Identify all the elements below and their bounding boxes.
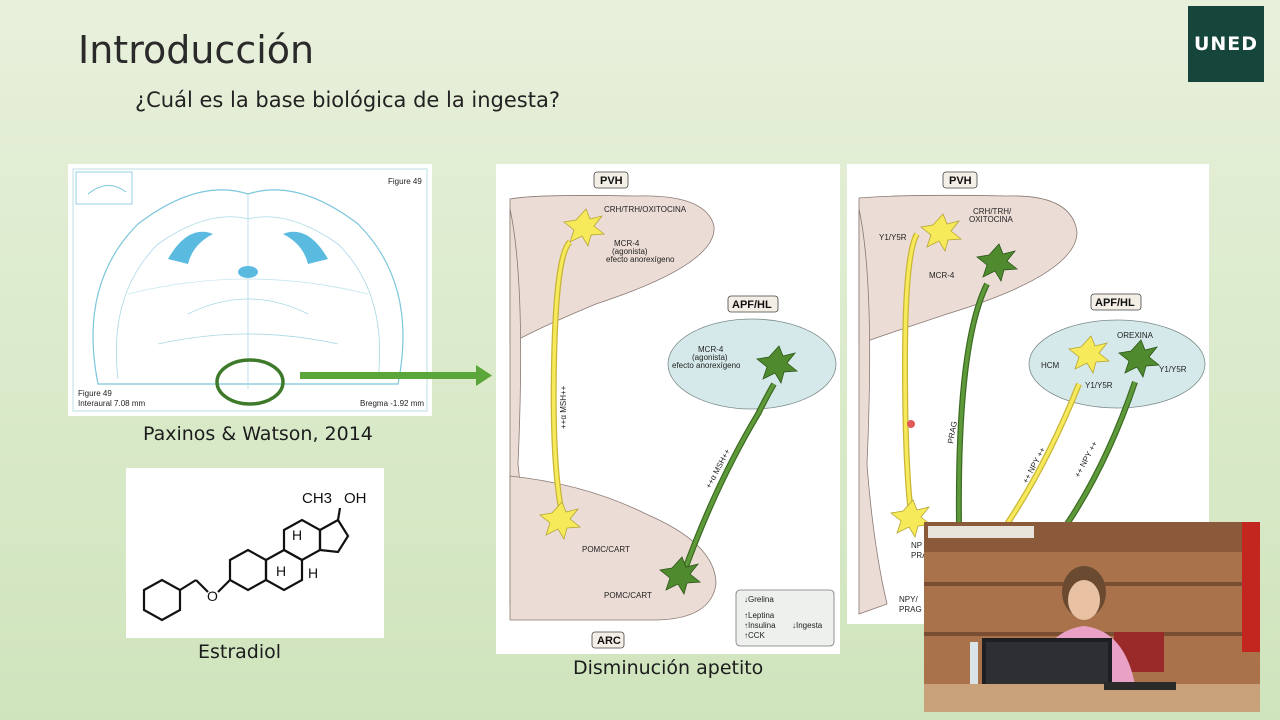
estradiol-structure-image: CH3 OH O H H H [126, 468, 384, 638]
yellow-neuron-arc-right [890, 499, 933, 539]
yellow-neuron-pvh-right [920, 213, 963, 253]
mol-h1: H [292, 527, 302, 543]
legend-leptina: ↑Leptina [744, 611, 775, 620]
apf-label-left: APF/HL [732, 299, 772, 311]
yellow-neuron-hcm [1068, 335, 1111, 375]
molecule-caption: Estradiol [198, 641, 282, 663]
y1y5r-c: Y1/Y5R [1159, 365, 1187, 374]
atlas-figure-label-top: Figure 49 [388, 177, 422, 186]
mcr4-a: MCR-4 [614, 239, 640, 248]
npy-d: NPY/ [899, 595, 918, 604]
pomc-label-b: POMC/CART [604, 591, 652, 600]
green-neuron-orexina [1118, 339, 1161, 379]
atlas-figure-label-bottom: Figure 49 [78, 389, 112, 398]
atlas-caption: Paxinos & Watson, 2014 [143, 423, 373, 445]
arrow-right-icon [300, 365, 492, 386]
yellow-neuron-arc [539, 501, 582, 541]
pomc-label-a: POMC/CART [582, 545, 630, 554]
crh-label-right: CRH/TRH/ [973, 207, 1012, 216]
apf-label-right: APF/HL [1095, 297, 1135, 309]
agonista-a: (agonista) [612, 247, 648, 256]
legend-grelina: ↓Grelina [744, 595, 774, 604]
efecto-a: efecto anorexígeno [606, 255, 675, 264]
crh-label-left: CRH/TRH/OXITOCINA [604, 205, 687, 214]
estradiol-molecule-drawing: CH3 OH O H H H [142, 490, 367, 622]
green-neuron-pvh-right [976, 243, 1019, 283]
speaker-video-frame [924, 522, 1260, 712]
msh-label-a: ++α MSH++ [559, 385, 568, 429]
mol-h3: H [308, 565, 318, 581]
slide-title: Introducción [78, 28, 315, 72]
brain-atlas-drawing: Figure 49 Figure 49 Interaural 7.08 mm B… [72, 168, 428, 412]
mol-o: O [207, 588, 218, 604]
pathway-left-caption: Disminución apetito [573, 657, 764, 679]
agonista-b: (agonista) [692, 353, 728, 362]
legend-box [735, 589, 835, 647]
prag-d: PRAG [899, 605, 922, 614]
pointer-dot [907, 420, 915, 428]
pathway-left-drawing: PVH APF/HL ARC CRH/TRH/OXITOCINA MCR-4 (… [509, 171, 837, 649]
arc-label-left: ARC [597, 635, 621, 647]
atlas-bregma: Bregma -1.92 mm [360, 399, 424, 408]
atlas-interaural: Interaural 7.08 mm [78, 399, 145, 408]
oxitocina-label-right: OXITOCINA [969, 215, 1014, 224]
orexina-label: OREXINA [1117, 331, 1154, 340]
pathway-right-drawing: PVH APF/HL Y1/Y5R CRH/TRH/ OXITOCINA MCR… [858, 171, 1206, 615]
hcm-label: HCM [1041, 361, 1060, 370]
efecto-b: efecto anorexígeno [672, 361, 741, 370]
brain-atlas-image: Figure 49 Figure 49 Interaural 7.08 mm B… [68, 164, 432, 416]
pra-c: PRA [911, 551, 928, 560]
mol-oh: OH [344, 490, 367, 507]
legend-cck: ↑CCK [744, 631, 766, 640]
npy-c: NP [911, 541, 922, 550]
pathway-diagram-left: PVH APF/HL ARC CRH/TRH/OXITOCINA MCR-4 (… [496, 164, 840, 654]
y1y5r-b: Y1/Y5R [1085, 381, 1113, 390]
mol-h2: H [276, 563, 286, 579]
arcuate-highlight-circle [215, 358, 285, 406]
uned-logo: UNED [1188, 6, 1264, 82]
mol-ch3: CH3 [302, 490, 332, 507]
pvh-label-right: PVH [949, 175, 972, 187]
mcr4-right: MCR-4 [929, 271, 955, 280]
y1y5r-a: Y1/Y5R [879, 233, 907, 242]
speaker-video [924, 522, 1260, 712]
green-neuron-arc [659, 556, 702, 596]
green-neuron-apf [756, 345, 799, 385]
legend-insulina: ↑Insulina [744, 621, 776, 630]
prag-a: PRAG [946, 420, 959, 444]
legend-ingesta: ↓Ingesta [792, 621, 823, 630]
mcr4-b: MCR-4 [698, 345, 724, 354]
yellow-neuron-pvh [563, 208, 606, 248]
pvh-label-left: PVH [600, 175, 623, 187]
slide-subtitle: ¿Cuál es la base biológica de la ingesta… [135, 88, 560, 112]
